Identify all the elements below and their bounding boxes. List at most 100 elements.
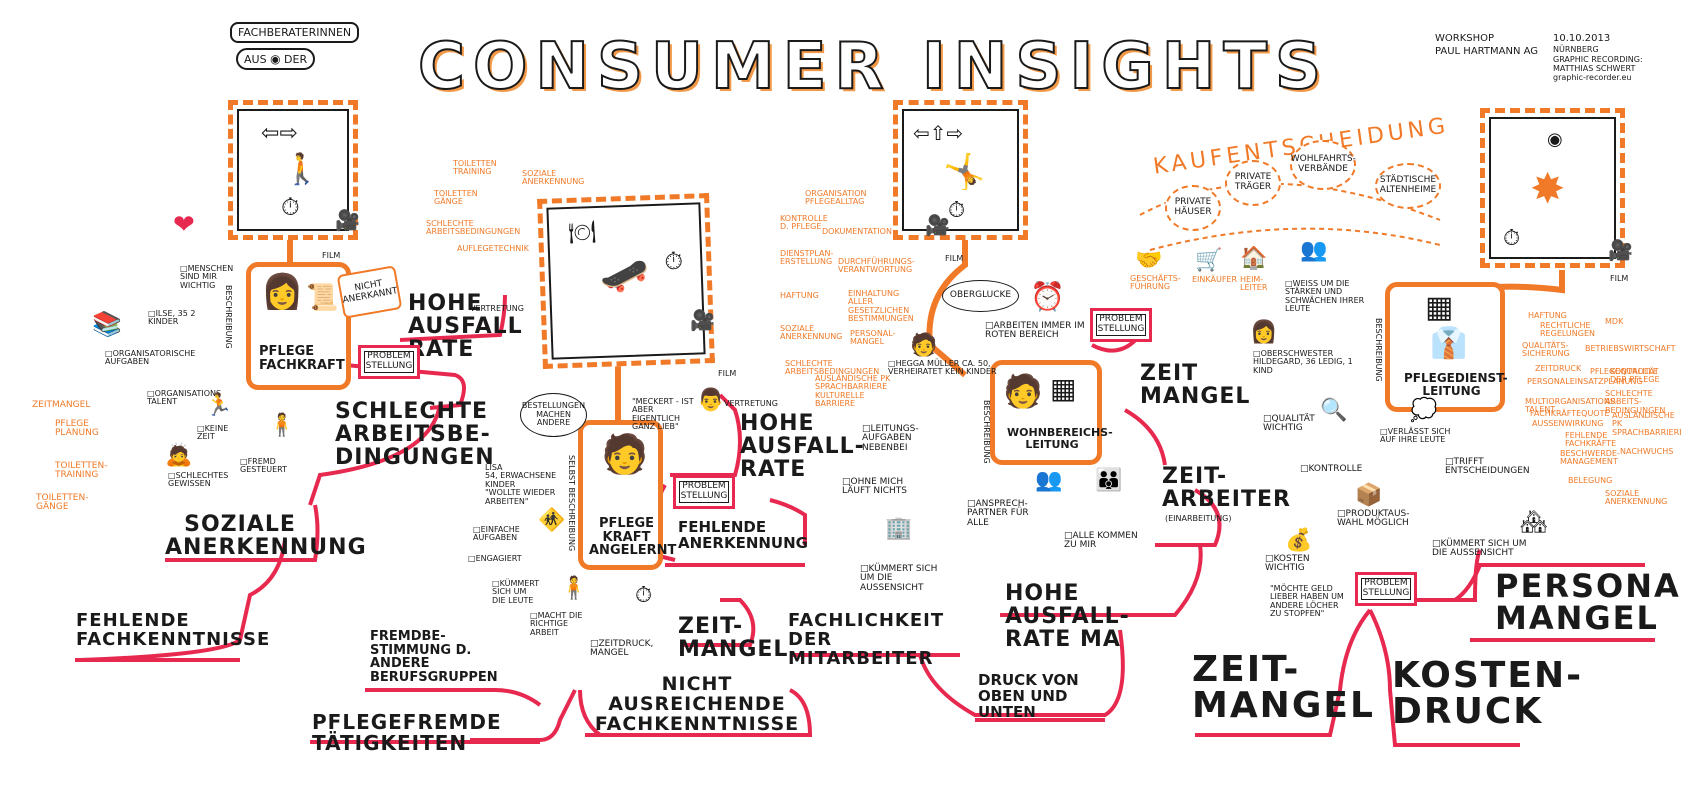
note-kontrolle: KONTROLLE xyxy=(1300,464,1363,474)
note-schlechtes-gewissen: SCHLECHTES GEWISSEN xyxy=(168,471,238,489)
heart-icon: ❤ xyxy=(173,210,195,240)
workshop-place: NÜRNBERG xyxy=(1553,45,1599,54)
helper-person-icon: 🧍 xyxy=(560,576,588,601)
orange-task-aussenwirkung: AUSSENWIRKUNG xyxy=(1532,419,1604,428)
stakeholder-einkaeufer: EINKÄUFER xyxy=(1192,275,1238,284)
section1-pflegefremde-taetigkeiten: PFLEGEFREMDE TÄTIGKEITEN xyxy=(312,710,502,755)
manager-small-icon: 🧑 xyxy=(910,333,938,358)
team-lineup-icon: 👥 xyxy=(1300,238,1328,263)
orange-task-schlechte: SCHLECHTE ARBEITSBEDINGUNGEN xyxy=(426,219,521,237)
left-task-toilettengaenge: TOILETTEN-GÄNGE xyxy=(36,493,89,513)
orange-task-dienstplan: DIENSTPLAN-ERSTELLUNG xyxy=(780,249,834,267)
note-ilse: ILSE, 35 2 KINDER xyxy=(148,309,208,327)
home-building-icon: 🏠 xyxy=(1240,246,1268,271)
nicht-anerkannt-text: NICHT ANERKANNT xyxy=(341,278,399,306)
orange-task-mdk: MDK xyxy=(1605,317,1624,326)
section3-druck: DRUCK VON OBEN UND UNTEN xyxy=(978,671,1079,721)
workshop-line-1: WORKSHOP xyxy=(1435,33,1495,44)
house-icon: 🏘 xyxy=(1520,510,1548,535)
header-aus-text: AUS xyxy=(244,53,267,66)
orange-task-auslaendische-4: AUSLÄNDISCHE PK SPRACHBARRIERE xyxy=(1612,411,1681,437)
orange-task-betriebswirtschaft: BETRIEBSWIRTSCHAFT xyxy=(1585,344,1676,353)
note-einfache-aufgaben: EINFACHE AUFGABEN xyxy=(473,525,528,543)
note-produktauswahl: PRODUKTAUS-WAHL MÖGLICH xyxy=(1337,509,1422,529)
bubble-private-traeger-text: PRIVATE TRÄGER xyxy=(1234,172,1272,192)
crowd-icon: 👪 xyxy=(1095,468,1123,493)
left-task-toilettentraining: TOILETTEN-TRAINING xyxy=(55,461,108,481)
section1-film-frame: ⇦⇨ 🚶 ⏱ xyxy=(228,100,358,240)
team-icon: 👥 xyxy=(1035,468,1063,493)
main-title: CONSUMER INSIGHTS xyxy=(417,29,1330,105)
orange-task-soziale-4: SOZIALE ANERKENNUNG xyxy=(1605,489,1668,507)
credit-line-1: GRAPHIC RECORDING: xyxy=(1553,55,1643,64)
person-figure-icon: 🚶 xyxy=(283,152,321,187)
orange-task-qualitaetssicherung: QUALITÄTS-SICHERUNG xyxy=(1522,341,1570,359)
section1-fehlende-fachkenntnisse: FEHLENDE FACHKENNTNISSE xyxy=(76,610,271,650)
section3-beschreibung-label: BESCHREIBUNG xyxy=(982,400,991,464)
section4-problem-box: PROBLEM STELLUNG xyxy=(1355,572,1417,606)
note-alle-kommen: ALLE KOMMEN ZU MIR xyxy=(1064,531,1144,551)
orange-task-personaleinsatz: PERSONALEINSATZPLANUNG xyxy=(1527,377,1643,386)
note-kuemmert-aussensicht: KÜMMERT SICH UM DIE AUSSENSICHT xyxy=(860,564,945,593)
orange-task-haftung: HAFTUNG xyxy=(780,291,819,300)
section1-role-label: PFLEGE FACHKRAFT xyxy=(259,344,345,373)
orange-task-schlechte: SCHLECHTE ARBEITSBEDINGUNGEN xyxy=(785,359,880,377)
section2-problem-box: PROBLEM STELLUNG xyxy=(673,475,735,509)
orange-task-nachwuchs: NACHWUCHS xyxy=(1620,447,1674,456)
orange-connector xyxy=(926,235,968,378)
section3-role-box: 🧑 ▦ WOHNBEREICHS-LEITUNG xyxy=(990,360,1113,465)
orange-task-zeitdruck: ZEITDRUCK xyxy=(1535,364,1582,373)
section4-role-box: ▦ 👔 PFLEGEDIENST-LEITUNG xyxy=(1385,282,1508,412)
section1-hohe-ausfall-rate: HOHE AUSFALL RATE xyxy=(408,291,523,363)
stakeholder-geschaeftsfuehrung: GESCHÄFTS-FÜHRUNG xyxy=(1130,274,1181,292)
orange-task-personalmangel: PERSONAL-MANGEL xyxy=(850,329,896,347)
exclamation-person-icon: 🚸 xyxy=(538,508,566,533)
note-moechte-geld: "MÖCHTE GELD LIEBER HABEN UM ANDERE LÖCH… xyxy=(1270,584,1344,619)
orange-task-durchfuehrung: DURCHFÜHRUNGS-VERANTWORTUNG xyxy=(838,257,915,275)
bubble-private-traeger: PRIVATE TRÄGER xyxy=(1225,160,1281,206)
nurse-figure-icon: 👩 xyxy=(261,272,304,312)
note-trifft-entscheidungen: TRIFFT ENTSCHEIDUNGEN xyxy=(1445,457,1555,477)
shopping-icon: 🛒 xyxy=(1195,248,1223,273)
workshop-date: 10.10.2013 xyxy=(1553,33,1611,44)
section3-einarbeitung: (EINARBEITUNG) xyxy=(1165,514,1232,523)
handshake-icon: 🤝 xyxy=(1135,248,1163,273)
section4-role-label: PFLEGEDIENST-LEITUNG xyxy=(1404,371,1508,398)
header-der-text: DER xyxy=(284,53,308,66)
section2-zeitmangel: ZEIT-MANGEL xyxy=(678,614,789,663)
credit-line-3: graphic-recorder.eu xyxy=(1553,73,1632,82)
header-aus-der-label: AUS ◉ DER xyxy=(236,48,316,70)
note-qualitaet: QUALITÄT WICHTIG xyxy=(1263,414,1323,434)
section3-film-frame: ⇦⇧⇨ 🤸 ⏱ xyxy=(893,100,1028,240)
workshop-line-2: PAUL HARTMANN AG xyxy=(1435,46,1539,57)
stopwatch-icon: ⏱ xyxy=(1503,226,1521,251)
speech-text: BESTELLUNGEN MACHEN ANDERE xyxy=(521,400,586,428)
puppet-icon: 🧍 xyxy=(268,413,296,438)
orange-task-auflegetechnik: AUFLEGETECHNIK xyxy=(457,244,529,253)
orange-task-beschwerde: BESCHWERDE-MANAGEMENT xyxy=(1560,449,1620,467)
worker-with-clipboard-icon: 🧑 xyxy=(601,432,649,476)
section3-problem-box: PROBLEM STELLUNG xyxy=(1090,308,1152,342)
left-task-pflegeplanung: PFLEGE PLANUNG xyxy=(55,419,99,439)
section1-schlechte-arbeitsbedingungen: SCHLECHTE ARBEITSBE-DINGUNGEN xyxy=(335,399,495,471)
section2-film-frame: 🍽 🛹 ⏱ xyxy=(537,193,715,369)
orange-task-belegung: BELEGUNG xyxy=(1568,476,1613,485)
section1-fremdbestimmung: FREMDBE-STIMMUNG D. ANDERE BERUFSGRUPPEN xyxy=(370,629,498,685)
section1-problem-text: PROBLEM STELLUNG xyxy=(365,351,413,371)
note-menschen: MENSCHEN SIND MIR WICHTIG xyxy=(180,264,250,290)
section3-hohe-ausfallrate-ma: HOHE AUSFALL-RATE MA xyxy=(1005,581,1130,653)
executive-figure-icon: 👔 xyxy=(1430,326,1468,361)
orange-task-einhaltung: EINHALTUNG ALLER GESETZLICHEN BESTIMMUNG… xyxy=(848,289,914,324)
note-organisatorische: ORGANISATORISCHE AUFGABEN xyxy=(105,349,205,367)
note-organisation-talent: ORGANISATIONS TALENT xyxy=(147,389,221,407)
multi-direction-signs-icon: ⇦⇧⇨ xyxy=(913,121,964,145)
section3-fachlichkeit: FACHLICHKEIT DER MITARBEITER xyxy=(788,610,945,669)
section1-problem-box: PROBLEM STELLUNG xyxy=(358,345,420,379)
section1-beschreibung-label: BESCHREIBUNG xyxy=(224,285,233,349)
section3-problem-text: PROBLEM STELLUNG xyxy=(1097,314,1145,334)
product-boxes-icon: 📦 xyxy=(1355,483,1383,508)
section3-role-label: WOHNBEREICHS-LEITUNG xyxy=(1007,426,1113,451)
nurse-small-icon: 👩 xyxy=(1250,320,1278,345)
bubble-staedtische-altenheime-text: STÄDTISCHE ALTENHEIME xyxy=(1379,175,1437,195)
header-top-label-text: FACHBERATERINNEN xyxy=(238,26,352,39)
